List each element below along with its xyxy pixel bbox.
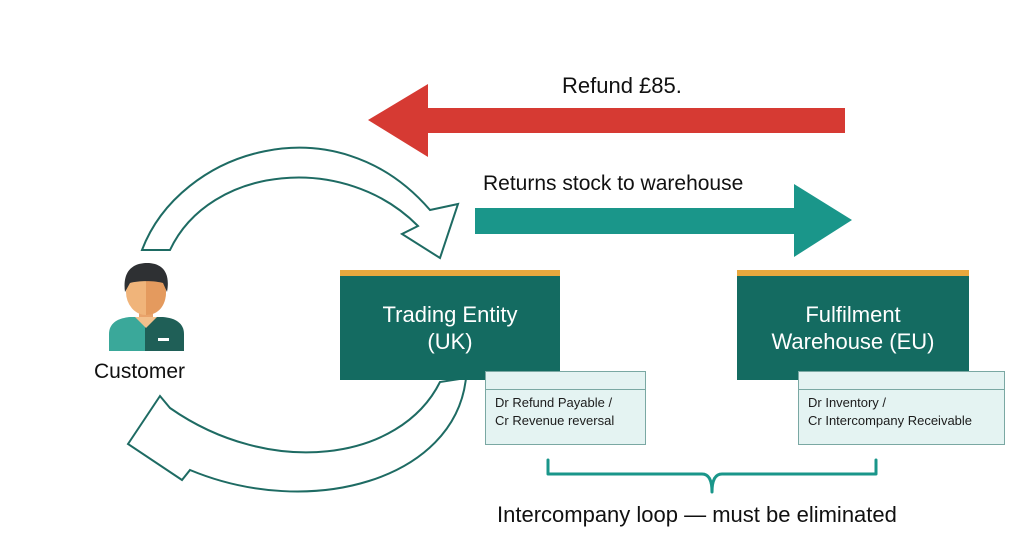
refund-label: Refund £85.	[562, 73, 682, 98]
trading-journal-debit: Dr Refund Payable /	[495, 395, 613, 410]
warehouse-journal-debit: Dr Inventory /	[808, 395, 887, 410]
customer-badge	[158, 338, 169, 341]
trading-journal-entry: Dr Refund Payable / Cr Revenue reversal	[485, 371, 646, 445]
customer-shirt-dark	[145, 317, 184, 351]
lower-cycle-arrow	[126, 376, 468, 493]
journal-header-divider	[486, 372, 645, 390]
returns-label: Returns stock to warehouse	[483, 172, 744, 195]
warehouse-journal-entry: Dr Inventory / Cr Intercompany Receivabl…	[798, 371, 1005, 445]
returns-arrow	[475, 184, 852, 257]
journal-header-divider	[799, 372, 1004, 390]
intercompany-brace	[546, 458, 878, 494]
fulfilment-warehouse-region: Warehouse (EU)	[771, 329, 935, 354]
customer-shirt	[109, 317, 150, 351]
customer-avatar	[109, 263, 184, 351]
intercompany-loop-label: Intercompany loop — must be eliminated	[497, 502, 897, 527]
trading-entity-name: Trading Entity	[382, 302, 518, 327]
customer-label: Customer	[94, 360, 186, 383]
trading-journal-credit: Cr Revenue reversal	[495, 413, 615, 428]
fulfilment-warehouse-box: Fulfilment Warehouse (EU)	[737, 270, 969, 380]
trading-entity-region: (UK)	[427, 329, 473, 354]
refund-arrow	[368, 84, 845, 157]
trading-entity-box: Trading Entity (UK)	[340, 270, 560, 380]
warehouse-journal-credit: Cr Intercompany Receivable	[808, 413, 973, 428]
customer-hair	[124, 263, 168, 292]
fulfilment-warehouse-name: Fulfilment	[805, 302, 901, 327]
upper-cycle-arrow	[140, 146, 460, 260]
customer-collar	[135, 317, 157, 328]
